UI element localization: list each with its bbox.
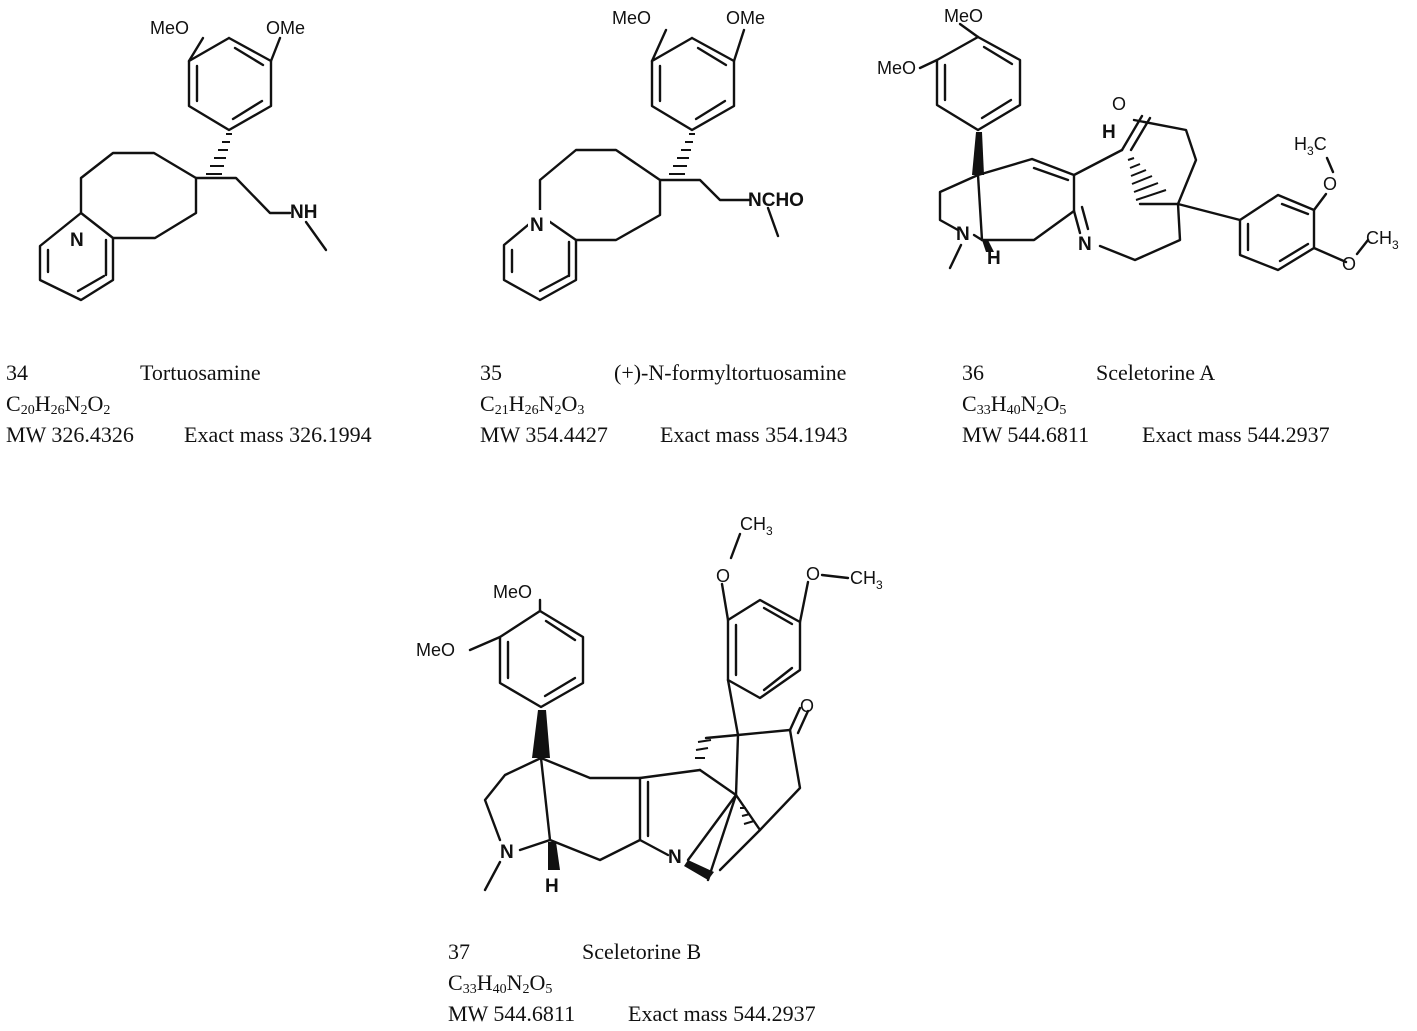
compound-number: 37 xyxy=(448,939,470,964)
compound-name: Sceletorine B xyxy=(582,939,702,964)
methoxy-label: OMe xyxy=(726,8,765,28)
structure-36: MeO MeO N H N H O xyxy=(877,6,1399,274)
molecular-weight: MW 544.6811 xyxy=(962,422,1090,447)
structure-34: MeO OMe N NH xyxy=(38,18,328,302)
methyl-label: H3C xyxy=(1294,134,1327,158)
molecular-weight: MW 544.6811 xyxy=(448,1001,576,1026)
caption-37: 37 Sceletorine B C33H40N2O5 MW 544.6811 Ex… xyxy=(448,936,908,1031)
amine-label: NH xyxy=(290,202,317,223)
exact-mass: Exact mass 354.1943 xyxy=(660,422,848,447)
compound-number: 36 xyxy=(962,360,984,385)
molecular-weight: MW 326.4326 xyxy=(6,422,134,447)
caption-35: 35 (+)-N-formyltortuosamine C21H26N2O3 MW… xyxy=(480,357,940,457)
wedge-bond xyxy=(548,842,560,870)
methoxy-label: MeO xyxy=(493,582,532,602)
methoxy-label: MeO xyxy=(150,18,189,38)
hashed-bond xyxy=(740,807,755,825)
structure-35: MeO OMe N NCHO xyxy=(502,8,804,302)
oxygen-label: O xyxy=(806,564,820,584)
hydrogen-label: H xyxy=(545,876,559,897)
nitrogen-label: N xyxy=(70,230,84,251)
methyl-label: CH3 xyxy=(740,514,773,538)
exact-mass: Exact mass 326.1994 xyxy=(184,422,372,447)
methyl-label: CH3 xyxy=(1366,228,1399,252)
wedge-bond xyxy=(982,240,994,252)
hashed-bond xyxy=(1127,157,1167,201)
wedge-bond xyxy=(972,132,984,175)
molecular-formula: C21H26N2O3 xyxy=(480,391,585,418)
compound-name: (+)-N-formyltortuosamine xyxy=(614,360,847,385)
methoxy-label: OMe xyxy=(266,18,305,38)
methoxy-label: MeO xyxy=(877,58,916,78)
compound-name: Tortuosamine xyxy=(140,360,261,385)
methoxy-label: MeO xyxy=(612,8,651,28)
exact-mass: Exact mass 544.2937 xyxy=(628,1001,816,1026)
oxygen-label: O xyxy=(1323,174,1337,194)
hydrogen-label: H xyxy=(987,248,1001,269)
caption-34: 34 Tortuosamine C20H26N2O2 MW 326.4326 Exa… xyxy=(6,357,466,457)
hashed-bond xyxy=(206,133,232,175)
wedge-bond xyxy=(532,710,550,758)
formamide-label: NCHO xyxy=(748,190,804,211)
compound-number: 34 xyxy=(6,360,28,385)
carbonyl-oxygen-label: O xyxy=(800,696,814,716)
oxygen-label: O xyxy=(1342,254,1356,274)
structure-37: MeO MeO N H N xyxy=(416,514,883,897)
molecular-formula: C33H40N2O5 xyxy=(448,970,553,997)
molecular-formula: C20H26N2O2 xyxy=(6,391,111,418)
compound-name: Sceletorine A xyxy=(1096,360,1216,385)
nitrogen-label: N xyxy=(530,215,544,236)
hashed-bond xyxy=(669,133,695,175)
hydrogen-label: H xyxy=(1102,122,1116,143)
molecular-weight: MW 354.4427 xyxy=(480,422,608,447)
caption-36: 36 Sceletorine A C33H40N2O5 MW 544.6811 Ex… xyxy=(962,357,1412,457)
hashed-bond xyxy=(695,739,712,759)
nitrogen-label: N xyxy=(956,224,970,245)
methoxy-label: MeO xyxy=(416,640,455,660)
molecular-formula: C33H40N2O5 xyxy=(962,391,1067,418)
nitrogen-label: N xyxy=(1078,234,1092,255)
exact-mass: Exact mass 544.2937 xyxy=(1142,422,1330,447)
oxygen-label: O xyxy=(716,566,730,586)
nitrogen-label: N xyxy=(500,842,514,863)
carbonyl-oxygen-label: O xyxy=(1112,94,1126,114)
wedge-bond xyxy=(684,860,714,880)
methyl-label: CH3 xyxy=(850,568,883,592)
methoxy-label: MeO xyxy=(944,6,983,26)
compound-number: 35 xyxy=(480,360,502,385)
nitrogen-label: N xyxy=(668,847,682,868)
